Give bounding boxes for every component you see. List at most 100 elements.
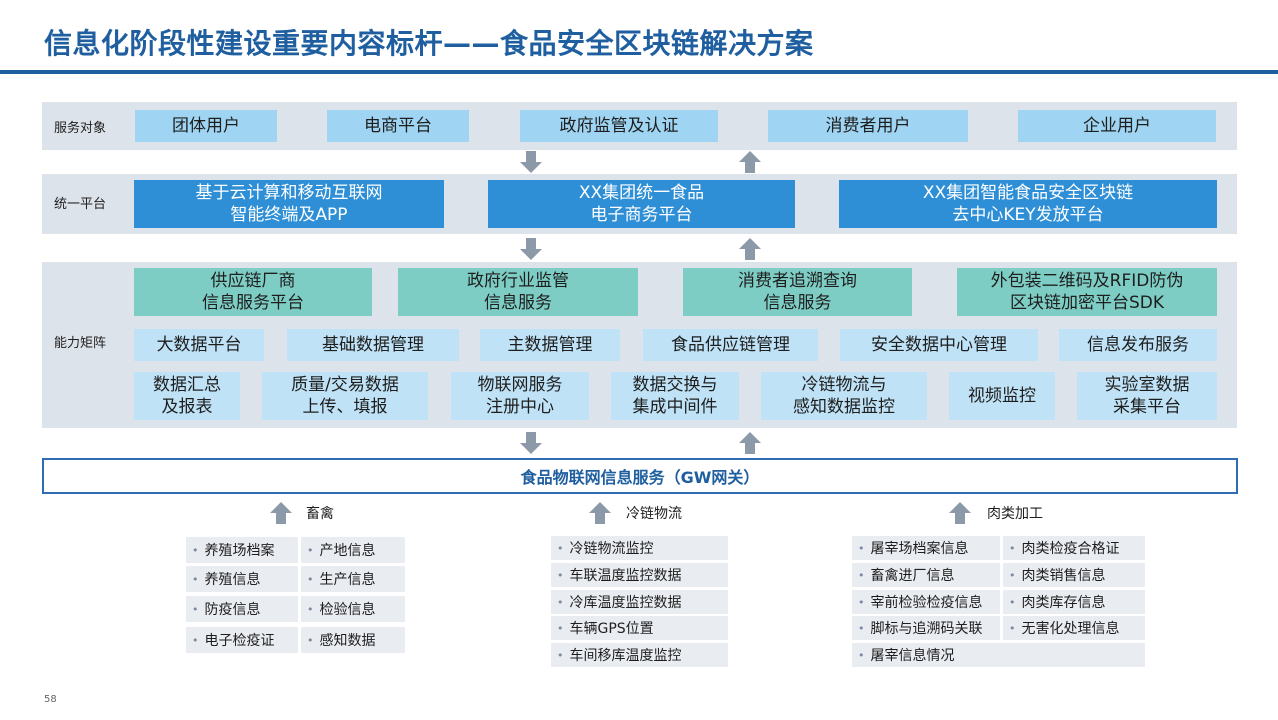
capability-bottom-coldchain-monitor: 冷链物流与 感知数据监控 (761, 372, 927, 420)
livestock-item-text: 生产信息 (319, 572, 376, 588)
arrow-up-icon (739, 151, 761, 173)
bullet-icon: • (858, 621, 865, 635)
meat-item: • 屠宰场档案信息 (852, 536, 1000, 560)
bullet-icon: • (557, 648, 564, 662)
capability-line: 及报表 (161, 397, 213, 417)
capability-bottom-lab: 实验室数据 采集平台 (1077, 372, 1217, 420)
bullet-icon: • (858, 541, 865, 555)
platform-row-label: 统一平台 (54, 197, 107, 212)
coldchain-item: • 车联温度监控数据 (551, 563, 728, 587)
capability-line: 数据汇总 (153, 375, 221, 395)
bullet-icon: • (192, 633, 199, 647)
capability-line: 信息服务 (763, 293, 832, 313)
livestock-item: • 检验信息 (301, 596, 405, 622)
bullet-icon: • (557, 541, 564, 555)
capability-bottom-video: 视频监控 (949, 372, 1055, 420)
capability-top-supply-chain: 供应链厂商 信息服务平台 (134, 268, 372, 316)
bullet-icon: • (307, 633, 314, 647)
capability-line: 质量/交易数据 (291, 375, 399, 395)
coldchain-item: •车间移库温度监控 (551, 643, 728, 667)
coldchain-item: • 冷链物流监控 (551, 536, 728, 560)
livestock-item: •防疫信息 (186, 596, 298, 622)
livestock-item: • 生产信息 (301, 566, 405, 592)
meat-item-text: 屠宰场档案信息 (870, 541, 969, 557)
meat-item: • 肉类库存信息 (1003, 590, 1145, 614)
capability-top-regulation: 政府行业监管 信息服务 (398, 268, 638, 316)
capability-top-traceability: 消费者追溯查询 信息服务 (683, 268, 912, 316)
livestock-item-text: 产地信息 (319, 543, 376, 559)
capability-line: 集成中间件 (632, 397, 718, 417)
capability-line: 注册中心 (486, 397, 554, 417)
capability-line: 外包装二维码及RFID防伪 (990, 271, 1184, 291)
capability-line: 信息服务平台 (202, 293, 304, 313)
capability-line: 实验室数据 (1104, 375, 1190, 395)
service-item-ecommerce: 电商平台 (327, 110, 469, 142)
livestock-item: • 电子检疫证 (186, 627, 298, 653)
platform-item-ecommerce-platform: XX集团统一食品 电子商务平台 (488, 180, 795, 228)
arrow-up-icon (739, 432, 761, 454)
meat-item: • 无害化处理信息 (1003, 616, 1145, 640)
bullet-icon: • (307, 602, 314, 616)
capability-top-rfid-sdk: 外包装二维码及RFID防伪 区块链加密平台SDK (957, 268, 1217, 316)
capability-line: 物联网服务 (477, 375, 563, 395)
meat-item: • 肉类销售信息 (1003, 563, 1145, 587)
bullet-icon: • (858, 595, 865, 609)
capability-line: 采集平台 (1113, 397, 1181, 417)
bullet-icon: • (192, 543, 199, 557)
meat-item: • 畜禽进厂信息 (852, 563, 1000, 587)
coldchain-item-text: 冷链物流监控 (569, 541, 654, 557)
arrow-down-icon (520, 432, 542, 454)
platform-item-cloud-mobile: 基于云计算和移动互联网 智能终端及APP (134, 180, 444, 228)
meat-item-text: 肉类销售信息 (1021, 568, 1106, 584)
platform-item-line: 去中心KEY发放平台 (952, 205, 1104, 225)
livestock-item-text: 感知数据 (319, 633, 376, 649)
bullet-icon: • (557, 568, 564, 582)
meat-item-text: 肉类库存信息 (1021, 595, 1106, 611)
service-item-group-users: 团体用户 (135, 110, 277, 142)
capability-bottom-upload: 质量/交易数据 上传、填报 (262, 372, 428, 420)
livestock-item-text: 防疫信息 (204, 602, 261, 618)
bullet-icon: • (1009, 621, 1016, 635)
capability-line: 感知数据监控 (793, 397, 895, 417)
livestock-item-text: 检验信息 (319, 602, 376, 618)
capability-bottom-middleware: 数据交换与 集成中间件 (611, 372, 739, 420)
bullet-icon: • (307, 572, 314, 586)
arrow-up-icon (270, 502, 292, 524)
platform-item-line: 基于云计算和移动互联网 (195, 183, 383, 203)
coldchain-item-text: 车辆GPS位置 (569, 621, 654, 637)
source-label-coldchain: 冷链物流 (626, 506, 682, 522)
arrow-up-icon (739, 238, 761, 260)
capability-mid-security: 安全数据中心管理 (840, 329, 1038, 361)
capability-mid-publishing: 信息发布服务 (1059, 329, 1217, 361)
capability-line: 信息服务 (484, 293, 552, 313)
platform-item-line: 电子商务平台 (590, 205, 693, 225)
title-underline (0, 70, 1278, 74)
capability-bottom-iot-registry: 物联网服务 注册中心 (451, 372, 589, 420)
meat-item-text: 肉类检疫合格证 (1021, 541, 1120, 557)
bullet-icon: • (858, 568, 865, 582)
livestock-item: •养殖场档案 (186, 537, 298, 563)
capability-mid-supplychain: 食品供应链管理 (643, 329, 818, 361)
page-title: 信息化阶段性建设重要内容标杆——食品安全区块链解决方案 (44, 27, 814, 60)
bullet-icon: • (1009, 595, 1016, 609)
bullet-icon: • (1009, 568, 1016, 582)
meat-item-text: 宰前检验检疫信息 (870, 595, 983, 611)
livestock-item: •产地信息 (301, 537, 405, 563)
capability-line: 消费者追溯查询 (738, 271, 857, 291)
capability-line: 政府行业监管 (467, 271, 569, 291)
meat-item-text: 畜禽进厂信息 (870, 568, 955, 584)
bullet-icon: • (557, 621, 564, 635)
meat-item: •屠宰信息情况 (852, 643, 1145, 667)
coldchain-item-text: 车联温度监控数据 (569, 568, 682, 584)
capability-line: 供应链厂商 (210, 271, 296, 291)
livestock-item-text: 电子检疫证 (204, 633, 275, 649)
bullet-icon: • (557, 595, 564, 609)
bullet-icon: • (192, 572, 199, 586)
source-label-livestock: 畜禽 (306, 506, 334, 522)
meat-item-text: 脚标与追溯码关联 (870, 621, 983, 637)
livestock-item-text: 养殖信息 (204, 572, 261, 588)
capability-line: 区块链加密平台SDK (1009, 293, 1165, 313)
bullet-icon: • (858, 648, 865, 662)
meat-item-text: 无害化处理信息 (1021, 621, 1120, 637)
platform-item-blockchain-key: XX集团智能食品安全区块链 去中心KEY发放平台 (839, 180, 1217, 228)
